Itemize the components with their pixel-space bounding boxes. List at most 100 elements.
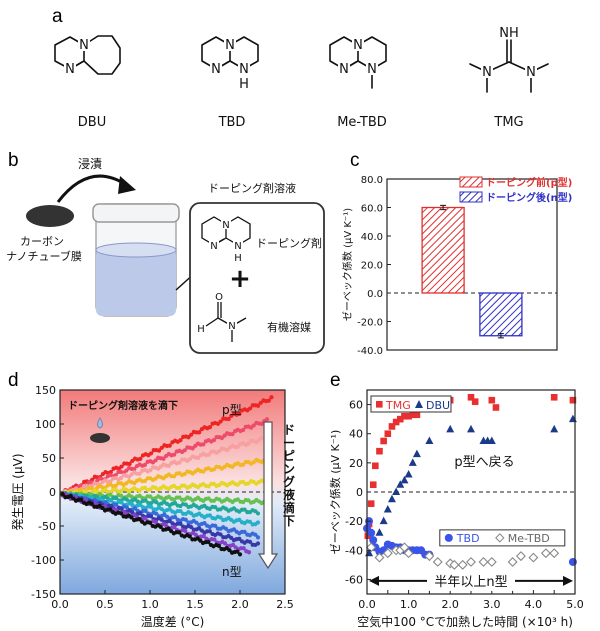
film-label-line2: ナノチューブ膜 bbox=[6, 249, 82, 263]
svg-text:N: N bbox=[210, 241, 217, 252]
fit-line bbox=[62, 493, 259, 513]
data-point-me-tbd bbox=[399, 542, 410, 553]
y-tick-label: 150 bbox=[35, 384, 56, 397]
y-tick-label: -40.0 bbox=[357, 346, 383, 357]
arrow-label-char: ー bbox=[283, 436, 295, 450]
doping-arrow-icon bbox=[257, 421, 279, 570]
data-point-tmg bbox=[364, 532, 372, 540]
data-point-dbu bbox=[550, 424, 559, 433]
legend-label: ドーピング後(n型) bbox=[486, 191, 572, 204]
legend-marker-me-tbd bbox=[495, 533, 505, 543]
y-tick-label: 60.0 bbox=[361, 204, 383, 215]
data-point-me-tbd bbox=[424, 551, 435, 562]
atom-n: N bbox=[225, 38, 235, 53]
p-return-label: p型へ戻る bbox=[454, 455, 514, 470]
y-tick-label: 60 bbox=[349, 399, 363, 412]
data-point-tmg bbox=[471, 398, 479, 405]
data-point-tmg bbox=[380, 437, 387, 445]
data-point-me-tbd bbox=[457, 559, 468, 570]
y-axis-label: ゼーベック係数 (μV K⁻¹) bbox=[329, 430, 342, 555]
y-tick-label: -50 bbox=[38, 520, 56, 533]
n-duration-label: 半年以上n型 bbox=[434, 575, 507, 590]
panel-label-c: c bbox=[350, 150, 360, 171]
data-point-dbu bbox=[392, 487, 401, 495]
data-point-tmg bbox=[388, 423, 396, 430]
data-point-tmg bbox=[367, 500, 375, 507]
data-point-tmg bbox=[401, 412, 408, 420]
arrow-label-char: ド bbox=[283, 423, 295, 437]
data-point-tbd bbox=[367, 528, 376, 537]
data-point-dbu bbox=[446, 424, 455, 433]
cnt-film bbox=[26, 205, 74, 227]
data-point-tmg bbox=[405, 412, 412, 420]
data-point-tbd bbox=[568, 557, 577, 566]
bar-before bbox=[421, 206, 465, 294]
y-tick-label: 40 bbox=[349, 428, 363, 441]
data-point-tmg bbox=[550, 393, 558, 401]
atom-n: N bbox=[526, 65, 536, 80]
atom-nh: NH bbox=[499, 26, 519, 41]
svg-text:N: N bbox=[222, 220, 229, 231]
fit-line bbox=[62, 437, 268, 494]
y-tick-label: -150 bbox=[31, 588, 56, 601]
panel-label-e: e bbox=[330, 370, 341, 391]
data-point-dbu bbox=[383, 504, 392, 513]
plot-frame bbox=[386, 178, 558, 351]
data-point-me-tbd bbox=[549, 548, 560, 559]
data-point-tmg bbox=[369, 481, 377, 489]
droplet-icon bbox=[97, 417, 103, 429]
duration-arrow-right-icon bbox=[563, 575, 573, 586]
y-tick-label: -20 bbox=[345, 515, 363, 528]
data-point-tmg bbox=[492, 404, 500, 411]
data-point-tmg bbox=[376, 447, 383, 455]
y-axis-label: 発生電圧 (μV) bbox=[11, 453, 25, 530]
data-point-dbu bbox=[467, 424, 475, 433]
data-point-me-tbd bbox=[466, 556, 476, 567]
legend-label-me-tbd: Me-TBD bbox=[508, 532, 550, 545]
atom-n: N bbox=[211, 62, 221, 77]
legend-label-tmg: TMG bbox=[385, 399, 411, 412]
atom-n: N bbox=[367, 62, 377, 77]
y-tick-label: -100 bbox=[31, 554, 56, 567]
n-type-label: n型 bbox=[222, 565, 242, 579]
data-point-me-tbd bbox=[403, 548, 414, 559]
svg-text:N: N bbox=[234, 241, 241, 252]
svg-text:H: H bbox=[197, 324, 205, 335]
fit-line bbox=[62, 494, 241, 555]
atom-n: N bbox=[339, 62, 349, 77]
data-point-tmg bbox=[396, 415, 404, 423]
legend-label-tbd: TBD bbox=[456, 532, 480, 545]
molecule-name-dbu: DBU bbox=[78, 115, 106, 130]
atom-n: N bbox=[79, 38, 89, 53]
data-point-tmg bbox=[384, 430, 392, 438]
y-tick-label: 50 bbox=[42, 452, 56, 465]
x-axis-label: 空気中100 °Cで加熱した時間 (×10³ h) bbox=[357, 614, 573, 629]
data-point-dbu bbox=[404, 470, 413, 478]
y-tick-label: -60 bbox=[345, 573, 363, 586]
x-tick-label: 5.0 bbox=[566, 598, 584, 611]
x-tick-label: 1.0 bbox=[141, 598, 159, 611]
duration-label-bg bbox=[427, 570, 515, 591]
y-tick-label: 40.0 bbox=[361, 232, 383, 243]
plus-sign: + bbox=[229, 264, 251, 294]
fit-line bbox=[62, 397, 272, 494]
y-tick-label: 0.0 bbox=[367, 289, 383, 300]
molecule-name-tmg: TMG bbox=[493, 115, 523, 130]
x-tick-label: 1.0 bbox=[400, 598, 418, 611]
data-point-me-tbd bbox=[432, 556, 443, 567]
x-tick-label: 0.0 bbox=[358, 598, 376, 611]
bar-after bbox=[479, 292, 523, 337]
data-point-dbu bbox=[396, 480, 405, 488]
duration-arrow-left-icon bbox=[369, 575, 379, 586]
x-axis-label: 温度差 (°C) bbox=[141, 614, 205, 629]
arrow-label-char: グ bbox=[283, 474, 295, 489]
data-point-me-tbd bbox=[540, 548, 551, 559]
data-point-tmg bbox=[372, 462, 379, 470]
fit-line bbox=[62, 458, 268, 495]
y-tick-label: 20 bbox=[349, 457, 363, 470]
y-axis-label: ゼーベック係数 (μV K⁻¹) bbox=[341, 208, 354, 321]
data-point-dbu bbox=[425, 436, 434, 444]
atom-h: H bbox=[239, 77, 249, 92]
legend-swatch bbox=[459, 176, 483, 188]
dopant-label: ドーピング剤 bbox=[256, 236, 322, 250]
